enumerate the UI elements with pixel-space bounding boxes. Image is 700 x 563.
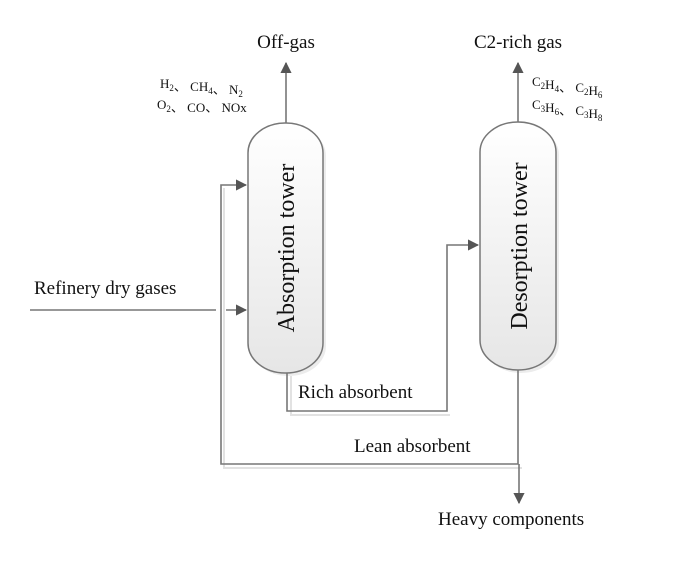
off-gas-composition-line1: H2、 CH4、 N2 [160,76,243,99]
lean-absorbent-line [220,179,519,465]
off-gas-composition-line2: O2、 CO、 NOx [157,97,247,115]
lean-absorbent-label: Lean absorbent [354,436,471,457]
heavy-components-label: Heavy components [438,509,584,530]
absorption-tower-label: Absorption tower [274,164,300,333]
c2-composition-line1: C2H4、 C2H6 [532,74,603,100]
rich-absorbent-label: Rich absorbent [298,382,413,403]
desorption-tower: Desorption tower [479,121,559,373]
rich-absorbent-line [286,239,480,412]
c2-composition-line2: C3H6、 C3H8 [532,97,603,123]
c2-rich-gas-label: C2-rich gas [474,32,562,53]
off-gas-label: Off-gas [257,32,315,53]
refinery-dry-gases-label: Refinery dry gases [34,278,176,299]
absorption-tower: Absorption tower [247,122,326,376]
desorption-tower-label: Desorption tower [507,162,533,329]
